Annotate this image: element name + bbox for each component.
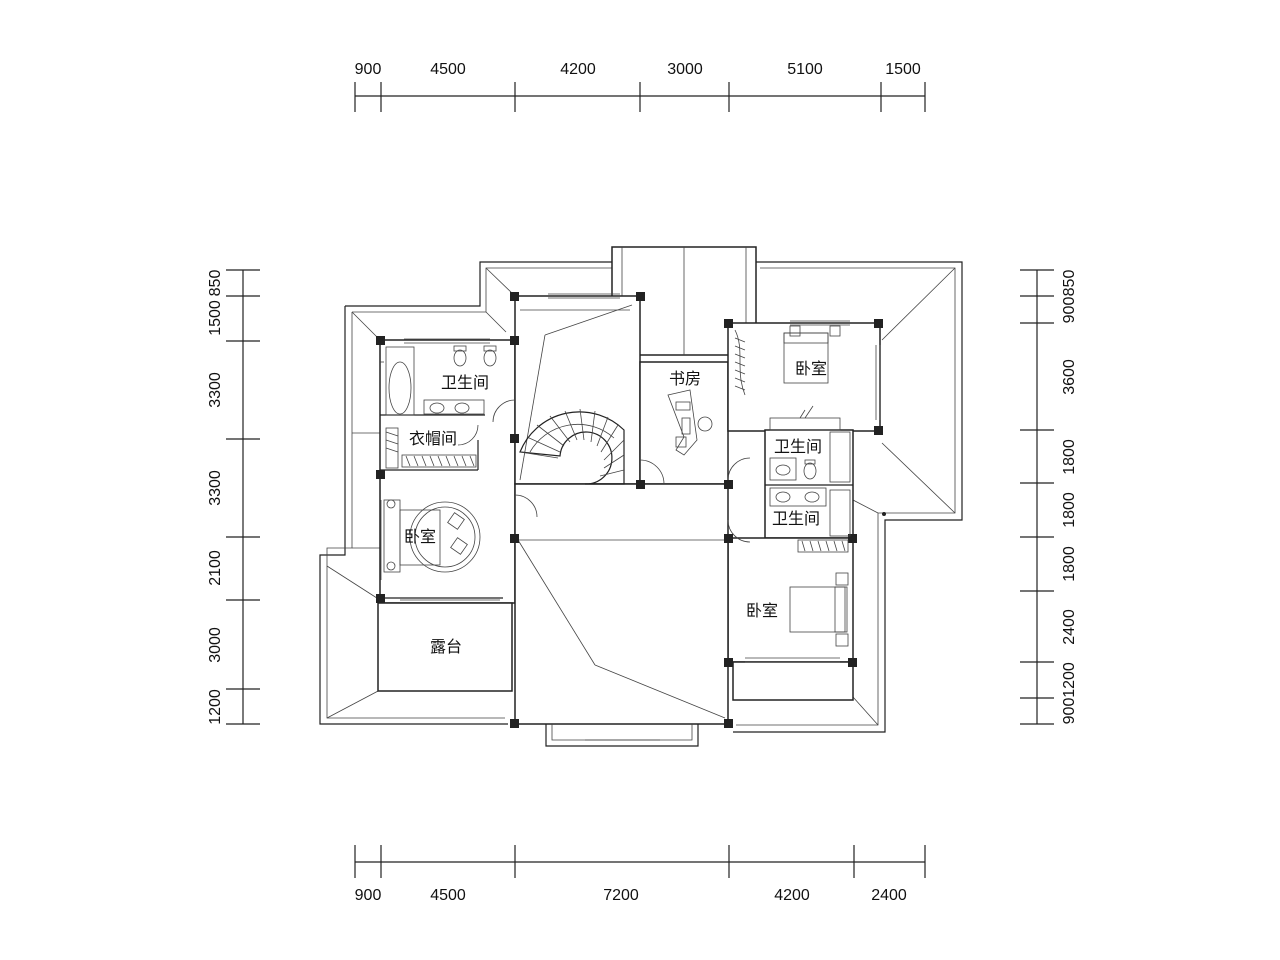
bottom-dim-label: 7200 [603,887,639,904]
study-desk [667,389,713,456]
right-dim-label: 1800 [1061,439,1078,475]
bottom-dim-label: 900 [355,887,382,904]
spiral-stair [519,408,625,485]
left-dim-label: 3300 [207,372,224,408]
room-label-bath-right-2: 卫生间 [772,509,820,528]
bottom-dim-label: 4500 [430,887,466,904]
left-dim-label: 1500 [207,300,224,336]
top-dimension-line: 900 4500 4200 3000 5100 1500 [354,61,926,112]
walls [377,293,881,747]
room-label-bath-right-1: 卫生间 [774,437,822,456]
right-bath-fixtures [769,431,851,553]
right-dim-label: 900 [1061,698,1078,725]
top-dim-label: 900 [355,61,382,78]
room-label-bedroom-right: 卧室 [746,601,778,620]
left-dim-label: 2100 [207,550,224,586]
right-dim-label: 2400 [1061,609,1078,645]
bottom-dim-label: 2400 [871,887,907,904]
left-dimension-line: 850 1500 3300 3300 2100 3000 1200 [207,269,260,725]
right-dim-label: 850 [1061,270,1078,297]
top-dim-label: 5100 [787,61,823,78]
left-dim-label: 850 [207,270,224,297]
room-label-study: 书房 [669,369,701,388]
columns [376,292,883,728]
room-label-cloakroom: 衣帽间 [409,429,457,448]
top-right-bedroom-furniture [734,325,841,431]
room-labels: 卫生间 衣帽间 卧室 露台 书房 卧室 卫生间 卫生间 卧室 [404,359,827,656]
top-dim-label: 1500 [885,61,921,78]
right-bedroom-furniture [789,572,849,647]
room-label-terrace: 露台 [430,637,462,656]
right-dim-label: 1800 [1061,546,1078,582]
left-dim-label: 3000 [207,627,224,663]
left-bath-fixtures [385,345,497,416]
left-dim-label: 1200 [207,689,224,725]
right-dim-label: 1800 [1061,492,1078,528]
right-dimension-line: 850 900 3600 1800 1800 1800 2400 1200 90… [1020,269,1078,725]
top-dim-label: 4500 [430,61,466,78]
top-dim-label: 3000 [667,61,703,78]
room-label-bath-left: 卫生间 [441,373,489,392]
right-dim-label: 900 [1061,297,1078,324]
right-dim-label: 1200 [1061,662,1078,698]
left-bedroom-furniture [383,499,481,573]
room-label-bedroom-top-right: 卧室 [795,359,827,378]
left-dim-label: 3300 [207,470,224,506]
bottom-dim-label: 4200 [774,887,810,904]
room-label-bedroom-left: 卧室 [404,527,436,546]
bottom-dimension-line: 900 4500 7200 4200 2400 [354,845,926,904]
top-dim-label: 4200 [560,61,596,78]
wardrobe-rack [385,427,477,469]
right-dim-label: 3600 [1061,359,1078,395]
